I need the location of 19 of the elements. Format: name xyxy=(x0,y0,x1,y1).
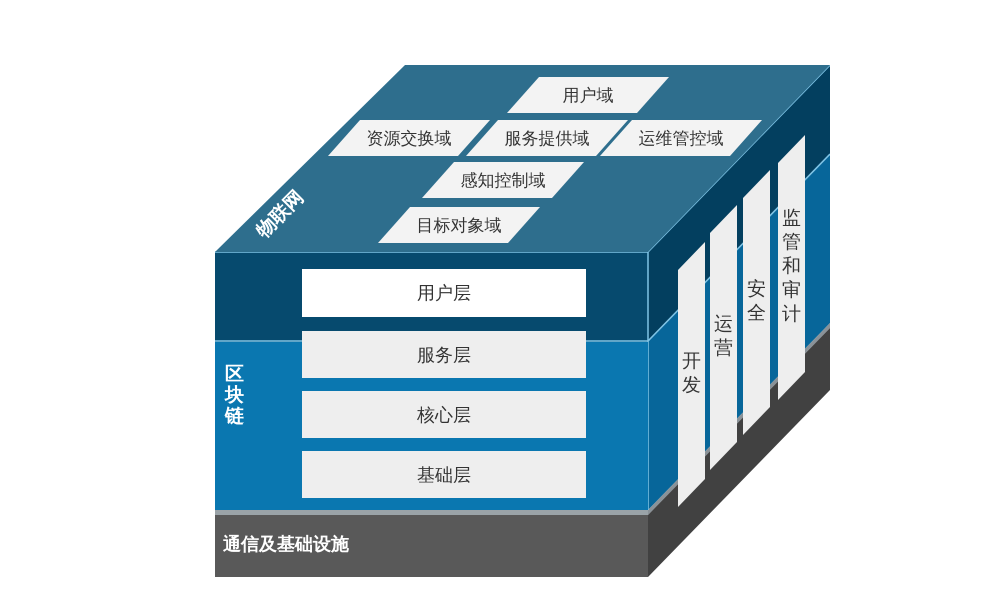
parallelogram-box: 用户域 xyxy=(507,77,669,113)
face-label: 物联网 xyxy=(251,185,309,244)
layer-box: 核心层 xyxy=(302,391,586,438)
band xyxy=(215,331,648,510)
parallelogram-box: 目标对象域 xyxy=(378,207,540,243)
parallelogram-box: 服务提供域 xyxy=(466,120,628,156)
parallelogram-box: 运维管控域 xyxy=(600,120,762,156)
parallelogram-box: 感知控制域 xyxy=(422,162,584,198)
vertical-strip: 安全 xyxy=(743,170,770,435)
layer-box: 服务层 xyxy=(302,331,586,378)
layer-box: 基础层 xyxy=(302,451,586,498)
vertical-strip: 监管和审计 xyxy=(778,135,805,400)
parallelogram-box: 资源交换域 xyxy=(328,120,490,156)
band-label: 区块链 xyxy=(224,364,245,427)
base-band: 通信及基础设施 xyxy=(215,515,648,577)
layer-box: 用户层 xyxy=(302,269,586,317)
top-face xyxy=(215,65,830,252)
vertical-strip: 开发 xyxy=(678,242,705,507)
vertical-strip: 运营 xyxy=(710,205,737,470)
